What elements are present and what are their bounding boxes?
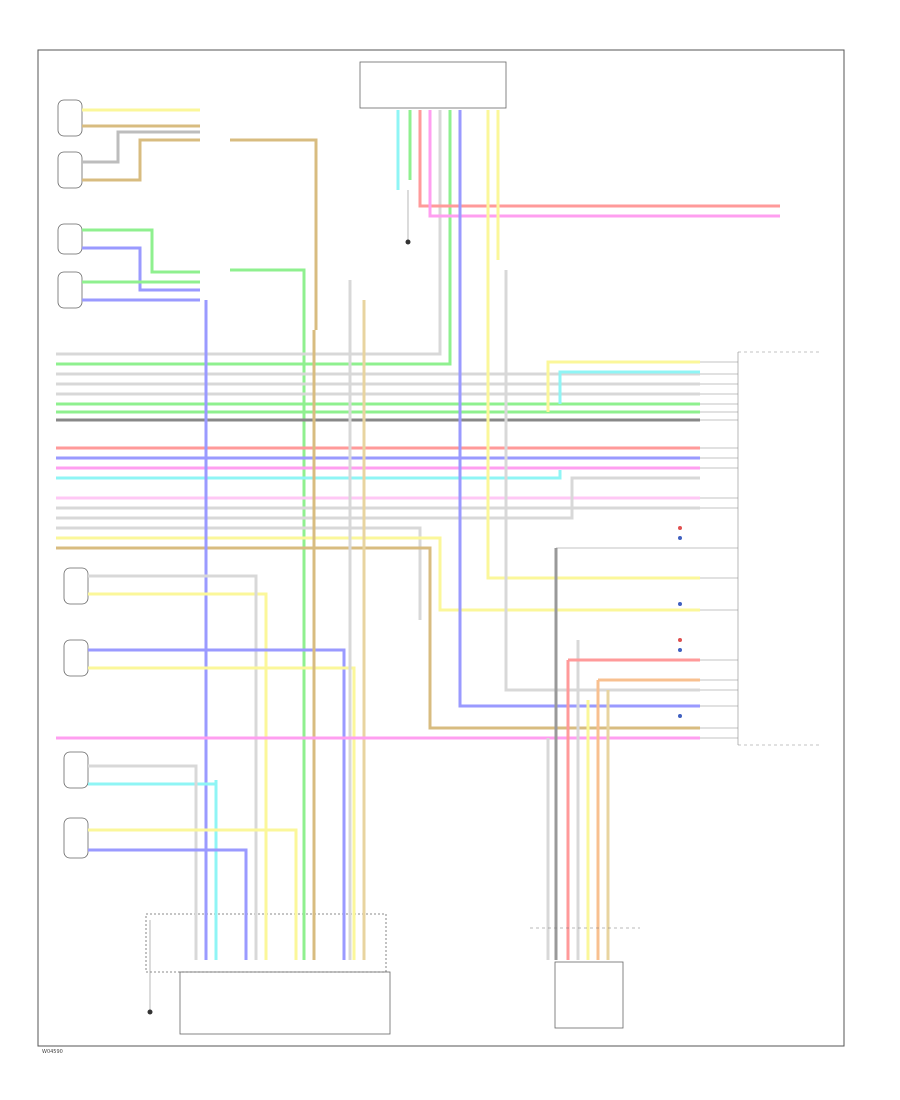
- wire-tan: [56, 546, 700, 730]
- wire-tan: [82, 138, 200, 182]
- speaker-box: [63, 751, 89, 789]
- speaker-box: [63, 639, 89, 677]
- wire-gray: [56, 526, 422, 620]
- diagram-frame: [37, 49, 845, 1047]
- right-connector-box: [554, 961, 624, 1029]
- wire-tan: [82, 124, 318, 330]
- wire-blue: [88, 648, 346, 960]
- wire-yellow: [88, 666, 356, 960]
- wire-yellow: [88, 592, 268, 960]
- wire-pink: [428, 110, 780, 218]
- wire-blue: [82, 246, 200, 292]
- wire-blue: [458, 110, 700, 708]
- right-pin-stubs: [700, 361, 738, 739]
- wire-yellow: [546, 360, 700, 412]
- wire-blue: [88, 848, 248, 960]
- bottom-connector-box: [179, 971, 391, 1035]
- ground-symbol: [147, 1009, 153, 1015]
- wire-green: [56, 110, 452, 366]
- wire-yellow: [486, 110, 700, 580]
- ground-symbol: [405, 239, 411, 245]
- junction-dots: [678, 526, 682, 718]
- wire-cyan: [558, 370, 700, 404]
- speaker-box: [63, 817, 89, 859]
- wire-cyan: [56, 470, 562, 480]
- footer-code: W04590: [42, 1049, 63, 1055]
- speaker-group: [57, 99, 89, 859]
- speaker-box: [63, 567, 89, 605]
- speaker-box: [57, 99, 83, 137]
- wire-green: [230, 268, 306, 960]
- wire-gray: [88, 574, 258, 960]
- wire-gray: [88, 764, 198, 960]
- wire-gray: [82, 130, 200, 164]
- top-connector-box: [359, 61, 507, 109]
- wire-green: [82, 228, 200, 274]
- wire-gray: [504, 270, 700, 692]
- speaker-box: [57, 223, 83, 255]
- wire-red: [418, 110, 780, 208]
- speaker-box: [57, 151, 83, 189]
- wire-gray: [56, 110, 442, 356]
- speaker-box: [57, 271, 83, 309]
- wire-yellow: [56, 536, 700, 612]
- wire-yellow: [88, 828, 298, 960]
